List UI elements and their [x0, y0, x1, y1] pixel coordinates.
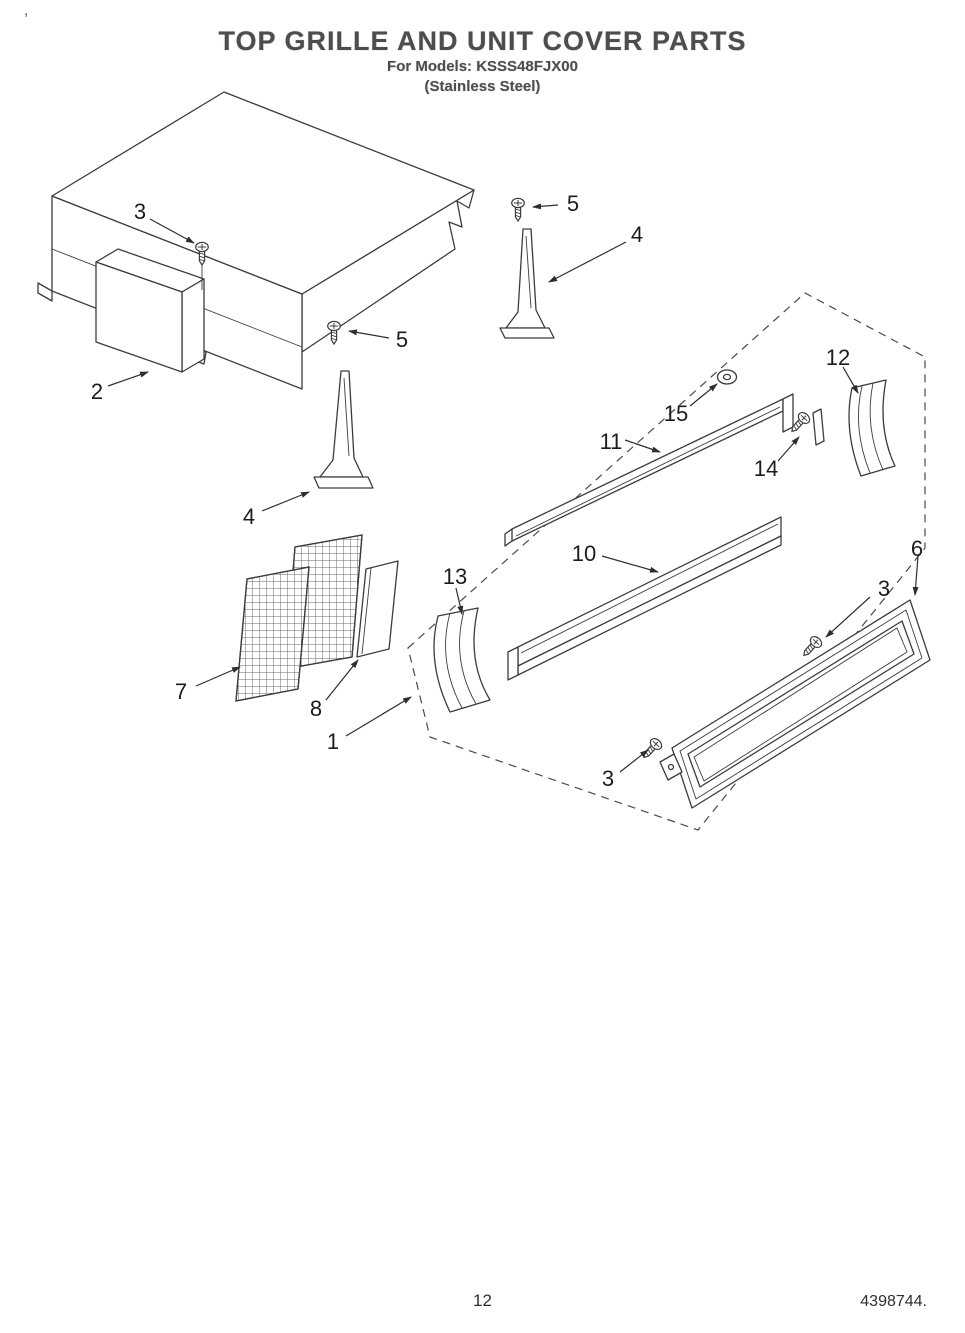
trim-bar-part-11 [504, 393, 794, 547]
doc-number: 4398744. [860, 1293, 927, 1310]
bracket-part-4-right [499, 228, 555, 339]
end-cap-part-13 [433, 607, 491, 713]
page-title: TOP GRILLE AND UNIT COVER PARTS [218, 26, 747, 56]
screw-part-3-cover [195, 241, 209, 290]
diagram-header: TOP GRILLE AND UNIT COVER PARTS For Mode… [0, 26, 965, 96]
callout-label-3c: 3 [602, 766, 614, 791]
callout-label-13: 13 [443, 564, 467, 589]
callout-label-8: 8 [310, 696, 322, 721]
callout-label-5b: 5 [396, 327, 408, 352]
callout-label-2: 2 [91, 379, 103, 404]
screw-part-3-grille-tab [638, 735, 665, 763]
grille-bar-part-10 [507, 516, 782, 681]
top-grille-part-6 [659, 599, 931, 809]
callout-label-6: 6 [911, 536, 923, 561]
callout-label-4a: 4 [631, 222, 643, 247]
end-screw-part-14 [786, 408, 825, 446]
callout-label-14: 14 [754, 456, 778, 481]
callout-leader-lines [107, 203, 919, 773]
page-number: 12 [473, 1291, 492, 1310]
unit-cover-part-2 [37, 91, 475, 390]
callout-label-5a: 5 [567, 191, 579, 216]
screw-icon [638, 735, 665, 763]
grommet-part-15 [716, 369, 738, 385]
screw-part-5-right [511, 197, 525, 222]
material-subtitle: (Stainless Steel) [424, 77, 541, 95]
callout-labels: 3 5 4 5 2 4 12 15 11 14 10 13 6 3 7 8 1 … [91, 191, 923, 791]
end-cap-part-12 [848, 379, 896, 477]
callout-label-12: 12 [826, 345, 850, 370]
grille-assembly-dashed-outline [407, 292, 926, 831]
bracket-part-4-left [313, 370, 374, 489]
callout-label-3b: 3 [878, 576, 890, 601]
models-subtitle: For Models: KSSS48FJX00 [387, 58, 578, 75]
scan-artifact: , [24, 2, 29, 19]
screw-icon [511, 197, 525, 222]
filter-panels-part-7 [235, 534, 363, 702]
callout-label-3a: 3 [134, 199, 146, 224]
callout-label-11: 11 [600, 429, 623, 454]
flat-panel-part-8 [356, 560, 399, 658]
callout-label-7: 7 [175, 679, 187, 704]
callout-label-4b: 4 [243, 504, 255, 529]
callout-label-1: 1 [327, 729, 339, 754]
callout-label-15: 15 [664, 401, 688, 426]
callout-label-10: 10 [572, 541, 596, 566]
